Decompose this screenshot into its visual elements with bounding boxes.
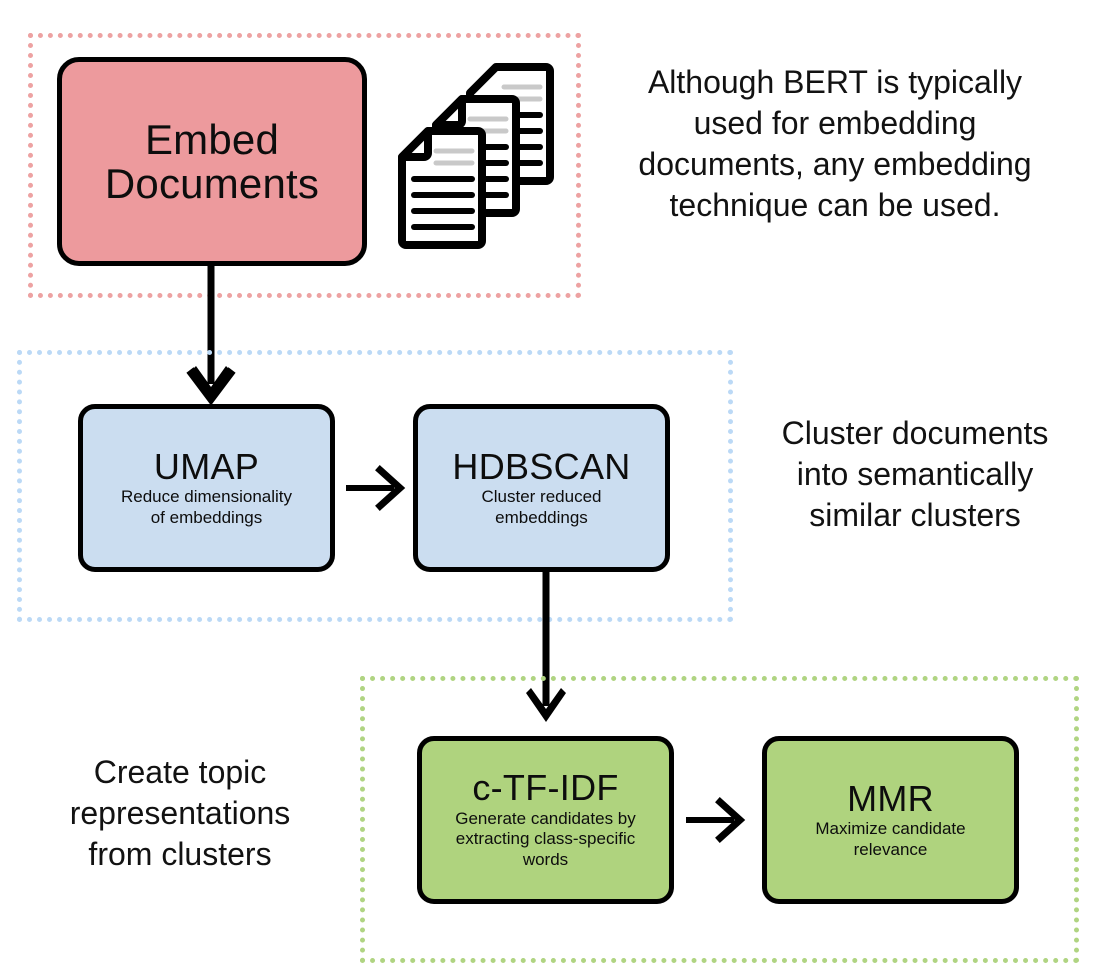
node-hdbscan-title: HDBSCAN — [452, 445, 631, 487]
node-mmr[interactable]: MMR Maximize candidate relevance — [762, 736, 1019, 904]
arrow-umap-to-hdbscan — [344, 462, 406, 514]
caption-embed-stage: Although BERT is typically used for embe… — [638, 64, 1032, 223]
node-embed-documents[interactable]: Embed Documents — [57, 57, 367, 266]
arrow-ctfidf-to-mmr — [684, 794, 746, 846]
caption-cluster-stage: Cluster documents into semantically simi… — [781, 415, 1049, 533]
node-umap-subtitle: Reduce dimensionality of embeddings — [120, 486, 293, 527]
node-umap-title: UMAP — [153, 445, 260, 487]
node-umap[interactable]: UMAP Reduce dimensionality of embeddings — [78, 404, 335, 572]
documents-stack-icon — [392, 57, 562, 257]
topic-stage-region — [360, 676, 1079, 963]
node-mmr-subtitle: Maximize candidate relevance — [815, 818, 966, 859]
arrow-embed-to-umap — [186, 266, 236, 406]
caption-topic-stage: Create topic representations from cluste… — [69, 754, 291, 872]
node-mmr-title: MMR — [847, 777, 934, 819]
node-hdbscan-subtitle: Cluster reduced embeddings — [481, 486, 602, 527]
node-c-tf-idf[interactable]: c-TF-IDF Generate candidates by extracti… — [417, 736, 674, 904]
node-embed-documents-title: Embed Documents — [104, 115, 320, 207]
node-hdbscan[interactable]: HDBSCAN Cluster reduced embeddings — [413, 404, 670, 572]
cluster-stage-region — [17, 350, 733, 622]
arrow-hdbscan-to-ctfidf — [521, 572, 571, 724]
node-c-tf-idf-subtitle: Generate candidates by extracting class-… — [455, 808, 636, 870]
embed-stage-region — [28, 33, 581, 298]
node-c-tf-idf-title: c-TF-IDF — [472, 767, 619, 809]
